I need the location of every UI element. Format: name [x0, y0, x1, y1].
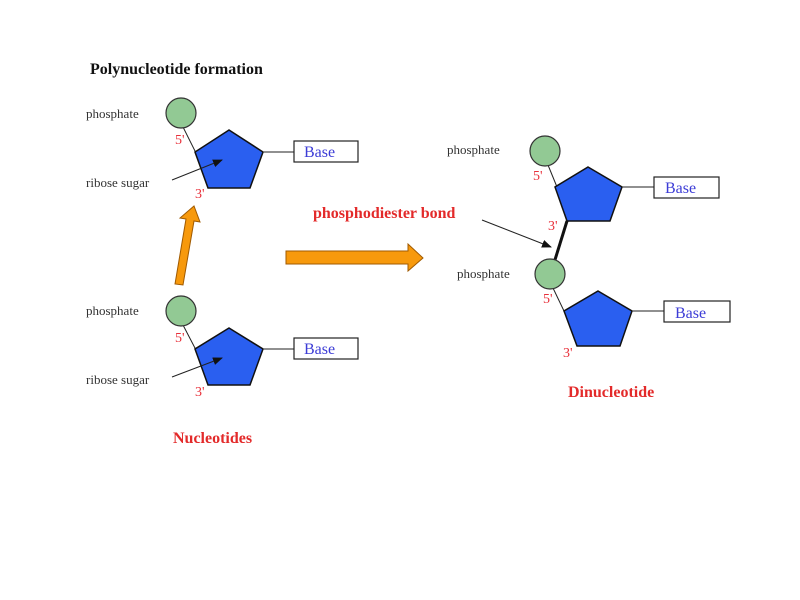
phosphodiester-bond-line	[552, 220, 569, 264]
phosphodiester-bond-label: phosphodiester bond	[313, 205, 456, 222]
five-prime-label: 5'	[543, 292, 553, 307]
phosphate-label: phosphate	[86, 303, 139, 318]
phosphate-circle-icon	[165, 97, 197, 129]
phosphate-label: phosphate	[447, 142, 500, 157]
five-prime-label: 5'	[175, 331, 185, 346]
phosphate-link	[552, 287, 565, 312]
base-box	[293, 337, 359, 360]
ribose-sugar-pentagon-icon	[194, 327, 264, 386]
ribose-sugar-pentagon-icon	[563, 290, 633, 347]
ribose-sugar-label: ribose sugar	[86, 372, 150, 387]
three-prime-label: 3'	[563, 346, 573, 361]
sugar-pointer-arrow	[171, 159, 223, 181]
upward-orange-arrow-icon	[174, 205, 201, 286]
sugar-pointer-arrow	[171, 357, 223, 378]
ribose-sugar-label: ribose sugar	[86, 175, 150, 190]
base-label: Base	[675, 305, 706, 322]
five-prime-label: 5'	[175, 133, 185, 148]
phosphate-label: phosphate	[457, 266, 510, 281]
base-box	[663, 300, 731, 323]
right-orange-arrow-icon	[285, 242, 424, 273]
base-label: Base	[665, 180, 696, 197]
phosphate-circle-icon	[534, 258, 566, 290]
dinucleotide: phosphate 5' 3' Base phosphate 5' 3' Bas…	[447, 135, 731, 361]
diagram-title: Polynucleotide formation	[90, 61, 263, 78]
dinucleotide-caption: Dinucleotide	[568, 384, 654, 401]
phosphate-label: phosphate	[86, 106, 139, 121]
phosphate-link	[182, 126, 197, 154]
base-box	[293, 140, 359, 163]
ribose-sugar-pentagon-icon	[194, 129, 264, 189]
three-prime-label: 3'	[548, 219, 558, 234]
base-label: Base	[304, 144, 335, 161]
nucleotide-bottom: phosphate 5' 3' ribose sugar Base	[86, 295, 359, 400]
phosphate-circle-icon	[165, 295, 197, 327]
phosphate-link	[182, 324, 197, 351]
bond-pointer-arrow	[481, 219, 552, 248]
base-label: Base	[304, 341, 335, 358]
ribose-sugar-pentagon-icon	[554, 166, 623, 222]
phosphate-link	[547, 164, 558, 188]
nucleotide-top: phosphate 5' 3' ribose sugar Base	[86, 97, 359, 202]
three-prime-label: 3'	[195, 385, 205, 400]
three-prime-label: 3'	[195, 187, 205, 202]
nucleotides-caption: Nucleotides	[173, 430, 252, 447]
phosphate-circle-icon	[529, 135, 561, 167]
base-box	[653, 176, 720, 199]
five-prime-label: 5'	[533, 169, 543, 184]
